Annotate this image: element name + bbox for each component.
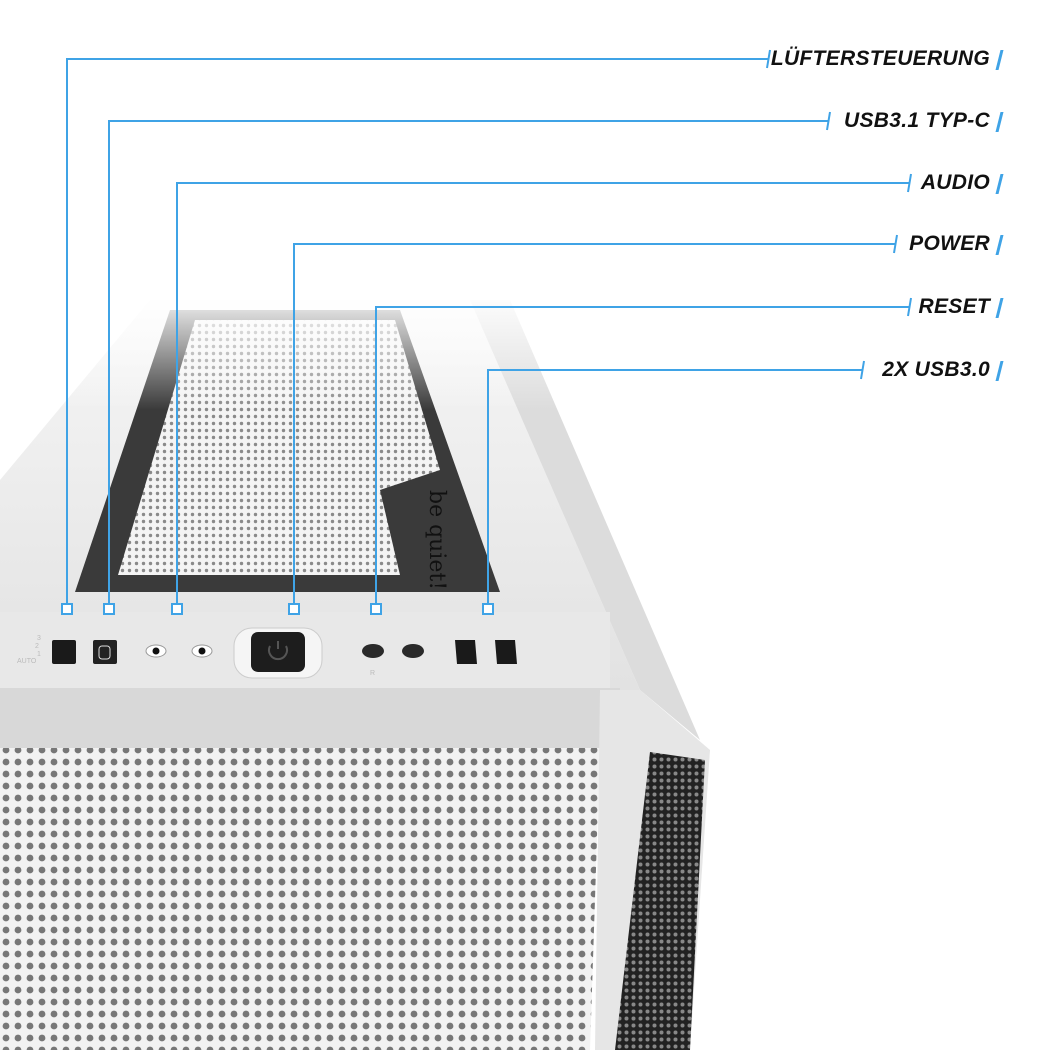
callout-marker — [370, 603, 382, 615]
callout-line — [108, 120, 828, 604]
callout-line — [176, 182, 909, 604]
callout-marker — [482, 603, 494, 615]
side-mesh — [615, 752, 705, 1050]
usb-port-1 — [455, 640, 477, 664]
fan-level-auto: AUTO — [17, 658, 37, 665]
fan-level-1: 1 — [37, 651, 41, 658]
callout-label: USB3.1 TYP-C — [844, 109, 990, 132]
fan-level-3: 3 — [37, 635, 41, 642]
callout-marker — [288, 603, 300, 615]
front-mesh — [0, 748, 600, 1050]
callout-label: LÜFTERSTEUERUNG — [770, 47, 990, 70]
reset-button — [362, 644, 384, 658]
callout-label: 2X USB3.0 — [882, 358, 990, 381]
led-button — [402, 644, 424, 658]
callout-marker — [103, 603, 115, 615]
reset-mark: R — [370, 670, 376, 677]
io-panel — [0, 612, 620, 748]
fan-level-2: 2 — [35, 643, 39, 650]
callout-marker — [171, 603, 183, 615]
usb-c-port — [93, 640, 117, 664]
callout-label: POWER — [909, 232, 990, 255]
callout-line — [293, 243, 895, 604]
callout-lines — [61, 49, 912, 615]
callout-label: RESET — [918, 295, 990, 318]
callout-line — [375, 306, 909, 604]
power-button — [251, 632, 305, 672]
callout-marker — [61, 603, 73, 615]
fan-switch — [52, 640, 76, 664]
logo: be quiet! — [424, 490, 449, 590]
callout-line — [66, 58, 768, 604]
headphone-jack — [198, 647, 206, 655]
callout-label: AUDIO — [920, 171, 990, 194]
callout-line — [487, 369, 862, 604]
usb-port-2 — [495, 640, 517, 664]
mic-jack — [152, 647, 160, 655]
power-icon — [268, 641, 288, 661]
